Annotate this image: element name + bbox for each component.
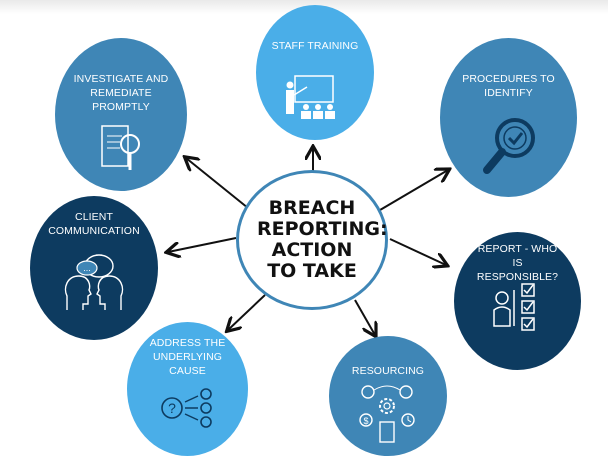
document-search-icon — [101, 125, 140, 170]
magnifier-check-icon — [482, 118, 535, 174]
node-procedures: PROCEDURES TO IDENTIFY — [440, 38, 577, 197]
arrow-investigate — [186, 158, 249, 209]
node-investigate: INVESTIGATE AND REMEDIATE PROMPTLY — [55, 38, 187, 191]
arrow-report — [389, 238, 446, 265]
node-label: INVESTIGATE AND REMEDIATE PROMPTLY — [73, 73, 169, 113]
node-resourcing: RESOURCING $ — [329, 336, 447, 456]
node-label: CLIENT COMMUNICATION — [48, 211, 140, 237]
responsibility-checklist-icon — [492, 283, 535, 331]
node-client-communication: CLIENT COMMUNICATION ... — [30, 196, 158, 340]
node-report: REPORT - WHO IS RESPONSIBLE? — [454, 232, 581, 370]
node-label: PROCEDURES TO IDENTIFY — [462, 73, 555, 99]
svg-text:...: ... — [83, 263, 91, 273]
question-branch-icon: ? — [160, 388, 212, 428]
svg-text:?: ? — [168, 400, 176, 416]
svg-text:$: $ — [363, 416, 368, 426]
center-title: BREACH REPORTING: ACTION TO TAKE — [257, 197, 388, 282]
node-label: RESOURCING — [351, 365, 425, 377]
node-address-cause: ADDRESS THE UNDERLYING CAUSE ? — [127, 322, 248, 456]
arrow-resourcing — [354, 299, 375, 335]
node-label: ADDRESS THE UNDERLYING CAUSE — [149, 337, 226, 377]
arrow-procedures — [379, 170, 448, 211]
node-label: REPORT - WHO IS RESPONSIBLE? — [476, 243, 559, 283]
arrow-address — [228, 294, 266, 330]
resources-icon: $ — [359, 385, 415, 443]
center-node: BREACH REPORTING: ACTION TO TAKE — [236, 170, 388, 310]
conversation-icon: ... — [64, 254, 124, 310]
arrow-client — [168, 237, 237, 252]
node-staff-training: STAFF TRAINING — [256, 5, 374, 140]
classroom-icon — [286, 75, 335, 119]
node-label: STAFF TRAINING — [271, 40, 359, 52]
